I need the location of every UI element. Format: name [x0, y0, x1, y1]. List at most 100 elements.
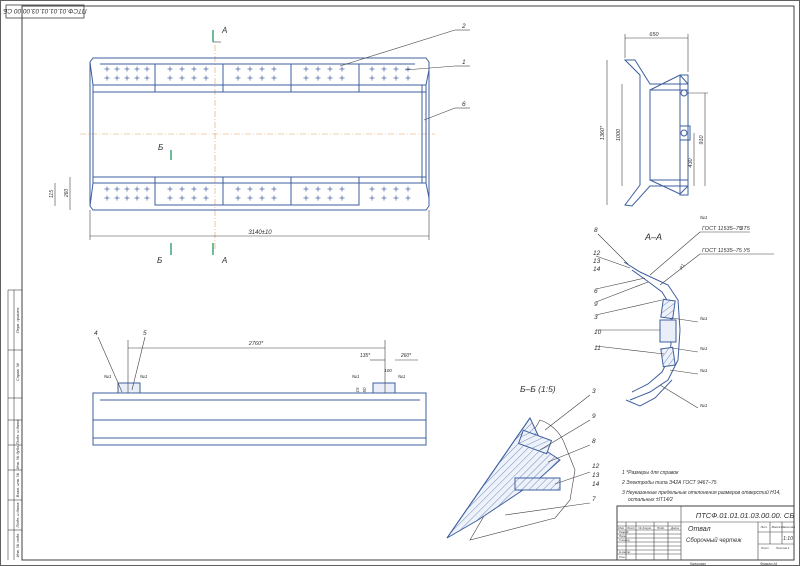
bb-callout-3: 3: [592, 388, 596, 395]
section-aa-title: А–А: [644, 232, 662, 242]
height-lower-label: 430: [688, 157, 694, 167]
r-label: R1: [679, 263, 686, 271]
format-label: Формат А1: [760, 562, 778, 566]
strip-label-7: Инв. № подл.: [15, 533, 20, 558]
side-small-label: 115: [49, 190, 55, 198]
inner-frame: [21, 5, 795, 561]
aa-callout-13: 13: [593, 258, 601, 265]
title-block: Изм Лист № докум. Подп. Дата Разраб. Про…: [616, 505, 795, 566]
weld-no-3: №1: [700, 346, 708, 351]
tb-mass: Масса: [772, 525, 781, 529]
tb-scale-label: Масштаб: [781, 525, 795, 529]
cut-b-top-label: Б: [158, 143, 163, 152]
section-bb: Б–Б (1:5) 3 9 8 12 13 14 7: [446, 384, 600, 541]
strip-label-2: Справ. №: [15, 362, 20, 381]
aa-callout-3: 3: [594, 314, 598, 321]
callout-1: 1: [462, 59, 466, 66]
weld-label-2: ГОСТ 11535–75 У5: [702, 248, 751, 254]
tb-col-list: Лист: [626, 526, 635, 530]
tb-role-1: Разраб.: [619, 530, 629, 534]
aa-callout-9: 9: [594, 301, 598, 308]
bottom-span-label: 2760*: [248, 341, 264, 347]
tb-sheets: Листов 1: [775, 546, 790, 550]
bb-callout-9: 9: [592, 413, 596, 420]
bb-callout-14: 14: [592, 481, 600, 488]
tb-col-date: Дата: [670, 526, 679, 530]
front-view: 3140±10 260 115 А А Б Б 2 1 6: [49, 23, 470, 265]
tb-col-doc: № докум.: [638, 526, 651, 530]
weld-labels: ГОСТ 11535–75 Т5 3 ГОСТ 11535–75 У5 №1 №…: [649, 215, 774, 409]
side-height-label: 260: [64, 189, 70, 199]
aa-callouts: 8 12 13 14 6 9 3 10 11: [593, 227, 665, 355]
top-depth-label: 650: [649, 32, 659, 38]
cut-a-top-label: А: [221, 26, 227, 35]
section-aa: А–А ГОСТ 11535–75 Т5 3 ГОСТ 11535–75 У5 …: [593, 215, 774, 409]
tb-role-2: Пров.: [619, 534, 627, 538]
tb-lit: Лит.: [759, 525, 767, 529]
weld-no-2: №1: [700, 316, 708, 321]
bottom-100-label: 100: [384, 368, 392, 373]
left-strip: Перв. примен. Справ. № Подп. и дата Инв.…: [7, 289, 22, 560]
strip-label-4: Инв. № дубл.: [15, 445, 20, 470]
aa-callout-6: 6: [594, 288, 598, 295]
strip-label-6: Подп. и дата: [15, 502, 20, 528]
bb-callout-8: 8: [592, 438, 596, 445]
bottom-weld-2: №1: [140, 374, 148, 379]
aa-callout-8: 8: [594, 227, 598, 234]
bb-callouts: 3 9 8 12 13 14 7: [504, 388, 600, 516]
tb-sheet: Лист: [760, 546, 769, 550]
tb-role-5: Утв.: [619, 555, 626, 559]
cut-b-bottom-label: Б: [157, 256, 162, 265]
height-inner-label: 1000: [616, 128, 622, 141]
strip-label-1: Перв. примен.: [15, 307, 20, 334]
note-3: 3 Неуказанные предельные отклонения разм…: [622, 489, 781, 496]
bottom-135-label: 135*: [360, 353, 371, 359]
aa-callout-10: 10: [594, 329, 602, 336]
section-bb-title: Б–Б (1:5): [520, 384, 556, 394]
tb-role-4: Н.контр.: [619, 550, 631, 554]
bottom-callout-4: 4: [94, 330, 98, 337]
height-right-label: 910: [699, 134, 705, 144]
cut-a-bottom-label: А: [221, 256, 227, 265]
callout-6: 6: [462, 101, 466, 108]
bottom-view: 2760* 135* 260* 100 15 50 4 5 №1 №1 №1 №…: [92, 330, 427, 446]
bb-callout-7: 7: [592, 496, 596, 503]
part-subtitle: Сборочный чертеж: [686, 537, 742, 544]
top-left-stamp: ПТСФ.01.01.01.03.00.00 СБ: [3, 4, 87, 19]
overall-width-label: 3140±10: [248, 230, 272, 236]
weld-leg-1: 3: [740, 226, 744, 232]
note-1: 1 *Размеры для справок: [622, 470, 679, 476]
aa-callout-14: 14: [593, 266, 601, 273]
note-2: 2 Электроды типа Э42А ГОСТ 9467–75: [621, 480, 717, 486]
aa-callout-12: 12: [593, 250, 601, 257]
weld-label-1: ГОСТ 11535–75 Т5: [702, 226, 751, 232]
doc-code: ПТСФ.01.01.01.03.00.00. СБ: [696, 511, 795, 520]
side-view: 650 1360* 1000 910 430: [600, 32, 708, 207]
bb-callout-13: 13: [592, 472, 600, 479]
bottom-50-label: 50: [362, 387, 367, 393]
tb-scale-value: 1:10: [783, 536, 793, 542]
strip-label-3: Подп. и дата: [15, 419, 20, 445]
bottom-15-label: 15: [355, 387, 360, 393]
tb-col-sign: Подп.: [657, 526, 665, 530]
note-3b: остальных ±IT14/2: [628, 497, 673, 503]
stamp-top-text: ПТСФ.01.01.01.03.00.00 СБ: [3, 7, 87, 14]
technical-notes: 1 *Размеры для справок 2 Электроды типа …: [621, 470, 781, 503]
callout-2: 2: [461, 23, 466, 30]
strip-label-5: Взам. инв. №: [15, 472, 20, 497]
weld-no-4: №1: [700, 368, 708, 373]
tb-col-izm: Изм: [618, 526, 624, 530]
bottom-260-label: 260*: [400, 353, 412, 359]
aa-callout-11: 11: [594, 345, 601, 352]
part-title: Отвал: [688, 526, 711, 533]
height-total-label: 1360*: [600, 125, 606, 140]
tb-role-3: Т.контр.: [619, 538, 631, 542]
bottom-weld-4: №1: [398, 374, 406, 379]
bottom-weld-1: №1: [104, 374, 112, 379]
bb-callout-12: 12: [592, 463, 600, 470]
bolt-holes: [104, 66, 411, 201]
bottom-weld-3: №1: [352, 374, 360, 379]
weld-no-1: №1: [700, 215, 708, 220]
